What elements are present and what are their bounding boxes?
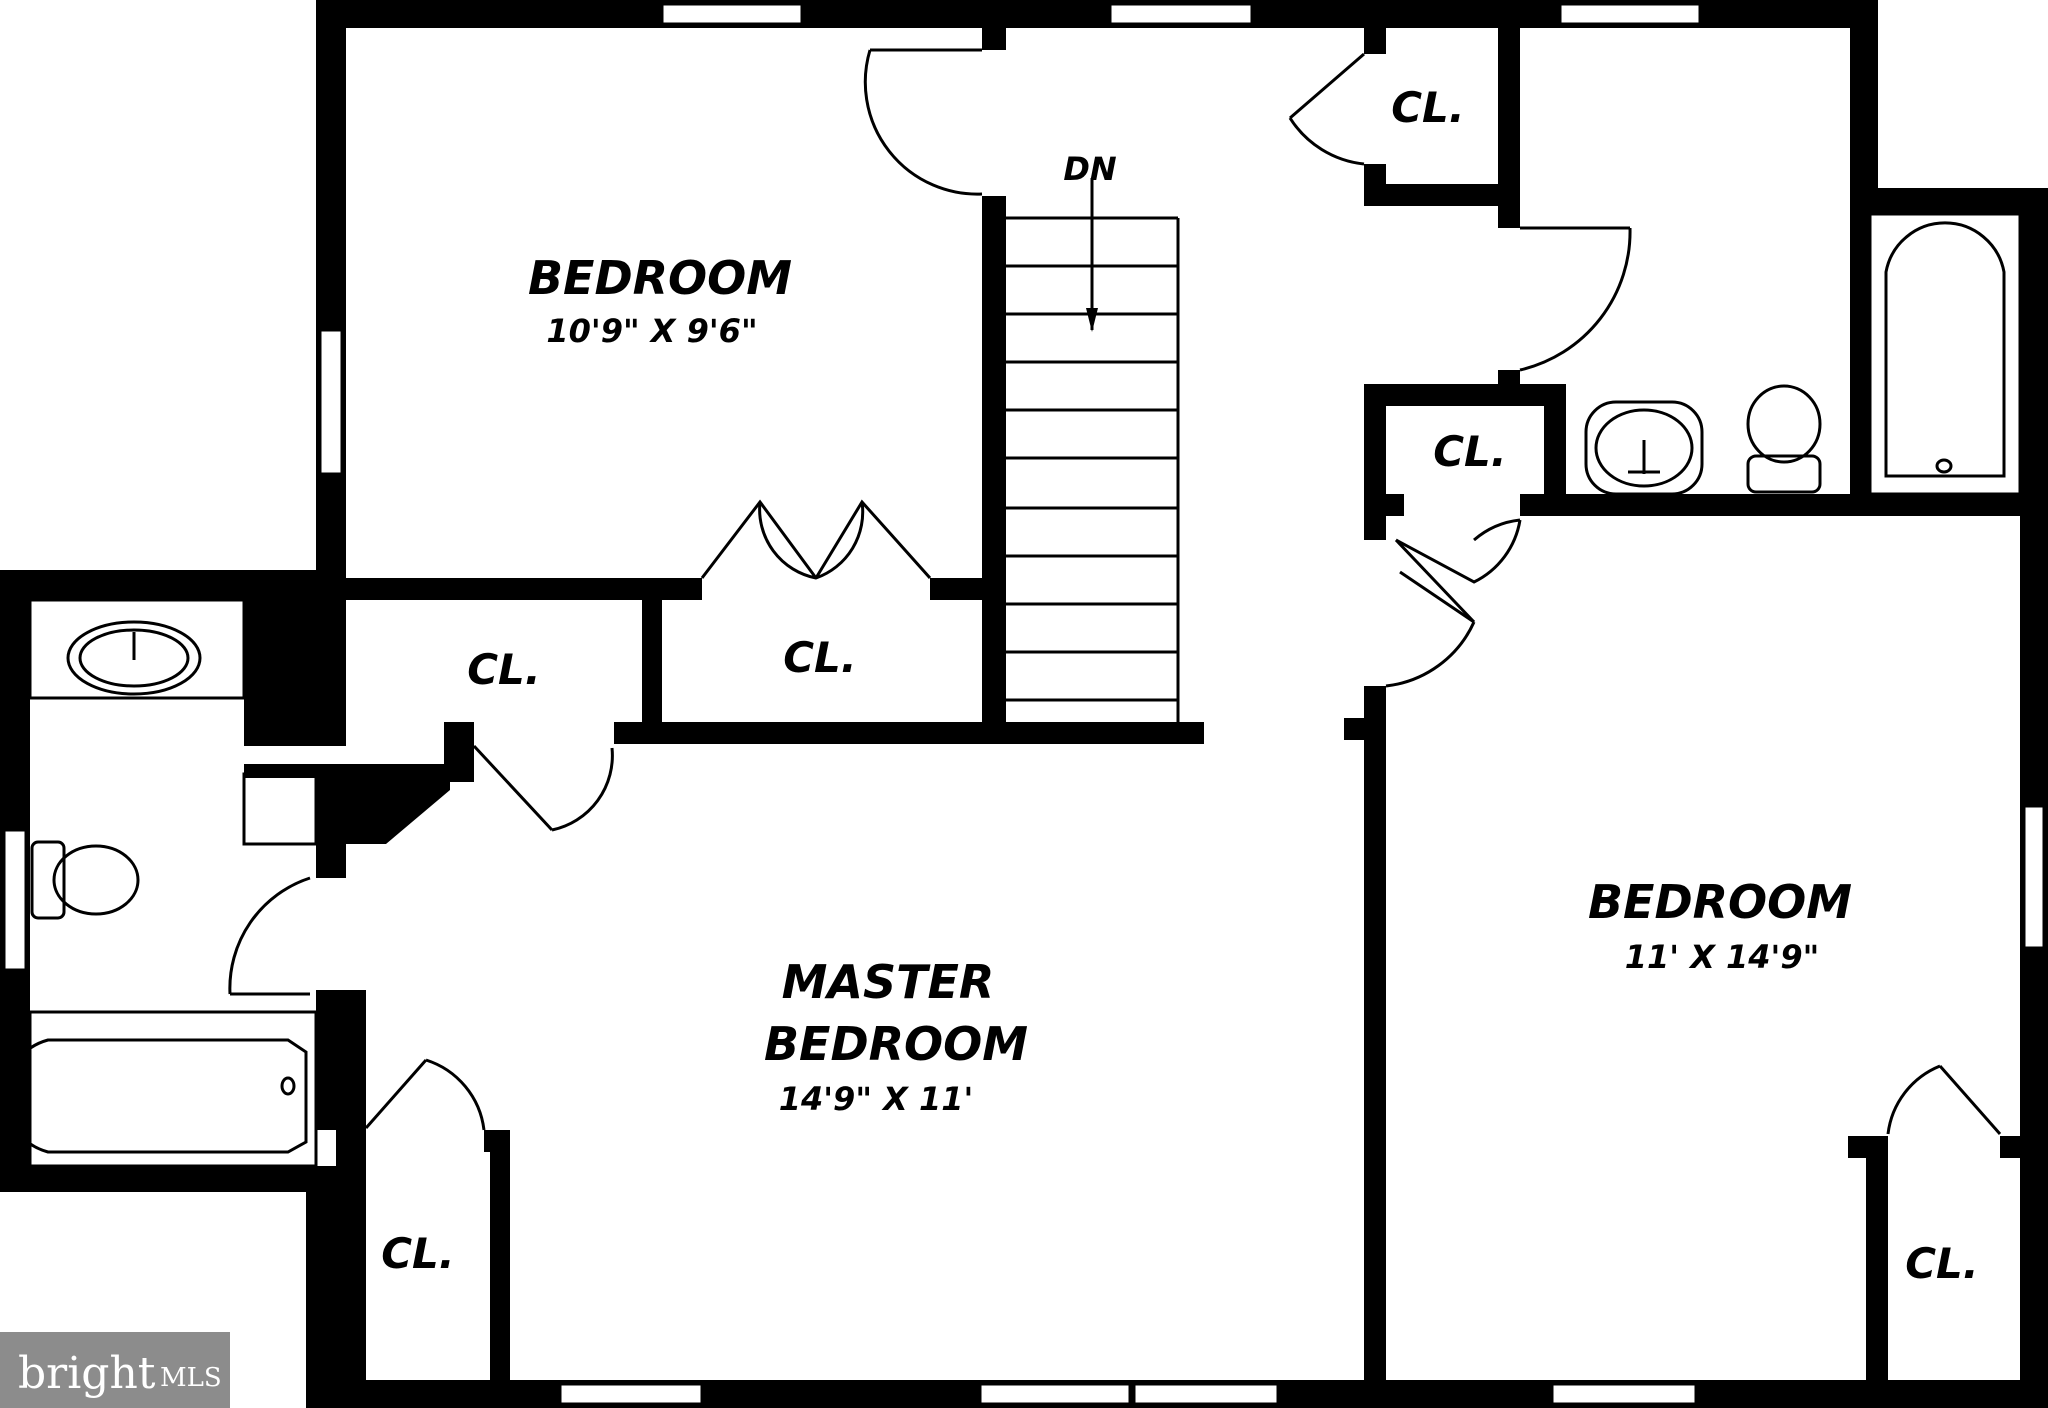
bedroom-top-dims: 10'9" X 9'6"	[546, 312, 757, 350]
closet-label: CL.	[1391, 83, 1465, 132]
stairs	[1006, 178, 1180, 722]
stairs-arrow-icon	[1086, 308, 1098, 332]
doors	[228, 48, 2002, 1135]
sink-icon	[66, 620, 202, 696]
master-bedroom-name-line2: BEDROOM	[764, 1017, 1028, 1071]
stairs-label: DN	[1063, 150, 1117, 188]
bathtub-icon	[1868, 212, 2022, 496]
bright-mls-watermark: bright MLS	[0, 1332, 230, 1408]
closet-label: CL.	[1905, 1239, 1979, 1288]
bedroom-top-name: BEDROOM	[528, 251, 792, 305]
toilet-icon	[1746, 384, 1822, 464]
master-bedroom-dims: 14'9" X 11'	[779, 1080, 974, 1118]
bedroom-right-dims: 11' X 14'9"	[1625, 938, 1820, 976]
toilet-icon	[30, 840, 66, 920]
watermark-brand: bright	[18, 1348, 156, 1399]
closet-label: CL.	[381, 1229, 455, 1278]
closet-label: CL.	[1433, 427, 1507, 476]
closet-label: CL.	[783, 633, 857, 682]
sink-icon	[1584, 400, 1704, 496]
bathtub-icon	[28, 1010, 318, 1168]
master-bedroom-name-line1: MASTER	[782, 955, 995, 1009]
bedroom-right-name: BEDROOM	[1588, 875, 1852, 929]
watermark-suffix: MLS	[160, 1363, 222, 1393]
fixtures	[3, 212, 2022, 1168]
closet-label: CL.	[467, 645, 541, 694]
